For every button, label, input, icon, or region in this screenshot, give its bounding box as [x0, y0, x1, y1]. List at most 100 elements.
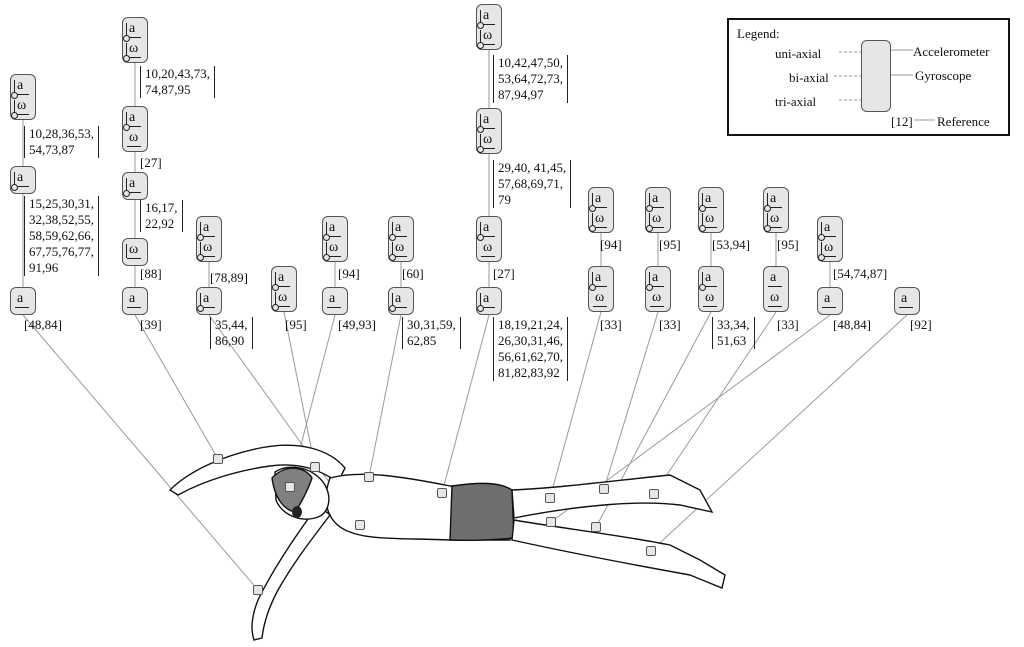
reference-label: [27] [493, 266, 515, 281]
reference-label: 29,40, 41,45, 57,68,69,71, 79 [493, 160, 572, 208]
reference-label: 33,34, 51,63 [712, 317, 755, 349]
axis-symbol-text: ω [483, 132, 493, 147]
y-axis-line [649, 272, 650, 286]
axis-symbol-text: ω [129, 242, 139, 257]
x-axis-line [822, 256, 836, 257]
accelerometer-symbol: a [646, 192, 664, 212]
body-sensor-marker-shank-2 [649, 489, 659, 499]
body-sensor-marker-right-wrist [355, 520, 365, 530]
x-axis-line [703, 227, 717, 228]
gyroscope-symbol: ω [650, 291, 664, 307]
reference-label: [53,94] [712, 237, 750, 252]
z-axis-dot [323, 254, 330, 261]
accelerometer-symbol: a [699, 271, 717, 291]
swimmer-down-arm [251, 503, 331, 641]
z-axis-dot [818, 254, 825, 261]
z-axis-dot [699, 284, 706, 291]
body-sensor-marker-ankle-2 [646, 546, 656, 556]
x-axis-line [481, 148, 495, 149]
reference-label: [54,74,87] [833, 266, 888, 281]
x-axis-line [393, 256, 407, 257]
axis-symbol-text: ω [595, 211, 605, 226]
x-axis-line [127, 37, 141, 38]
axis-symbol-text: a [483, 220, 490, 235]
axis-symbol-text: ω [483, 240, 493, 255]
x-axis-line [127, 258, 141, 259]
y-axis-line [126, 112, 127, 126]
swimmer-upper-leg [511, 474, 714, 519]
y-axis-line [767, 193, 768, 207]
axis-symbol-text: ω [17, 98, 27, 113]
x-axis-line [393, 236, 407, 237]
gyroscope-symbol: ω [646, 212, 664, 232]
x-axis-line [650, 286, 664, 287]
swimmer-suit [449, 482, 515, 542]
axis-symbol-text: ω [395, 240, 405, 255]
axis-symbol-text: a [595, 191, 602, 206]
z-axis-dot [646, 205, 653, 212]
z-axis-dot [197, 305, 204, 312]
gyroscope-symbol: ω [481, 240, 495, 257]
axis-symbol-text: a [824, 291, 831, 306]
x-axis-line [15, 94, 29, 95]
legend-accelerometer: Accelerometer [913, 44, 990, 59]
gyroscope-symbol: ω [197, 240, 215, 261]
axis-symbol-text: a [901, 291, 908, 306]
axis-symbol-text: ω [203, 240, 213, 255]
x-axis-line [481, 44, 495, 45]
accelerometer-symbol: a [123, 110, 141, 131]
accelerometer-symbol: a [389, 221, 407, 241]
axis-symbol-text: a [329, 220, 336, 235]
y-axis-line [392, 222, 393, 236]
z-axis-dot [197, 234, 204, 241]
x-axis-line [327, 256, 341, 257]
z-axis-dot [123, 55, 130, 62]
body-sensor-marker-head [213, 454, 223, 464]
z-axis-dot [764, 225, 771, 232]
legend-dashed-connectors [834, 49, 935, 121]
y-axis-line [480, 114, 481, 128]
axis-symbol-text: ω [278, 290, 288, 305]
x-axis-line [481, 24, 495, 25]
axis-symbol-text: a [483, 8, 490, 23]
y-axis-line [649, 213, 650, 227]
sensor-lower-back-3: a [476, 287, 502, 315]
x-axis-line [650, 306, 664, 307]
sensor-ankle-1-1: a [817, 287, 843, 315]
reference-label: 16,17, 22,92 [140, 200, 183, 232]
y-axis-line [592, 272, 593, 286]
x-axis-line [593, 306, 607, 307]
gyroscope-symbol: ω [764, 212, 782, 232]
axis-symbol-text: a [652, 270, 659, 285]
axis-symbol-text: a [129, 110, 136, 125]
accelerometer-symbol: a [699, 192, 717, 212]
y-axis-line [702, 193, 703, 207]
accelerometer-symbol: a [764, 192, 782, 212]
reference-label: [27] [140, 155, 162, 170]
x-axis-line [593, 207, 607, 208]
accelerometer-symbol: a [477, 8, 495, 29]
sensor-left-hand-1: a [10, 166, 36, 194]
accelerometer-symbol: a [477, 220, 495, 241]
axis-symbol-text: a [824, 220, 831, 235]
y-axis-line [480, 222, 481, 236]
sensor-upper-back-1: a [388, 287, 414, 315]
gyroscope-symbol: ω [589, 211, 607, 232]
axis-symbol-text: a [278, 270, 285, 285]
axis-symbol-text: a [483, 291, 490, 306]
x-axis-line [15, 114, 29, 115]
x-axis-line [768, 306, 782, 307]
accelerometer-symbol: a [127, 292, 141, 308]
body-sensor-marker-shank-1 [591, 522, 601, 532]
z-axis-dot [477, 42, 484, 49]
z-axis-dot [11, 184, 18, 191]
body-sensor-marker-ankle-1 [546, 517, 556, 527]
